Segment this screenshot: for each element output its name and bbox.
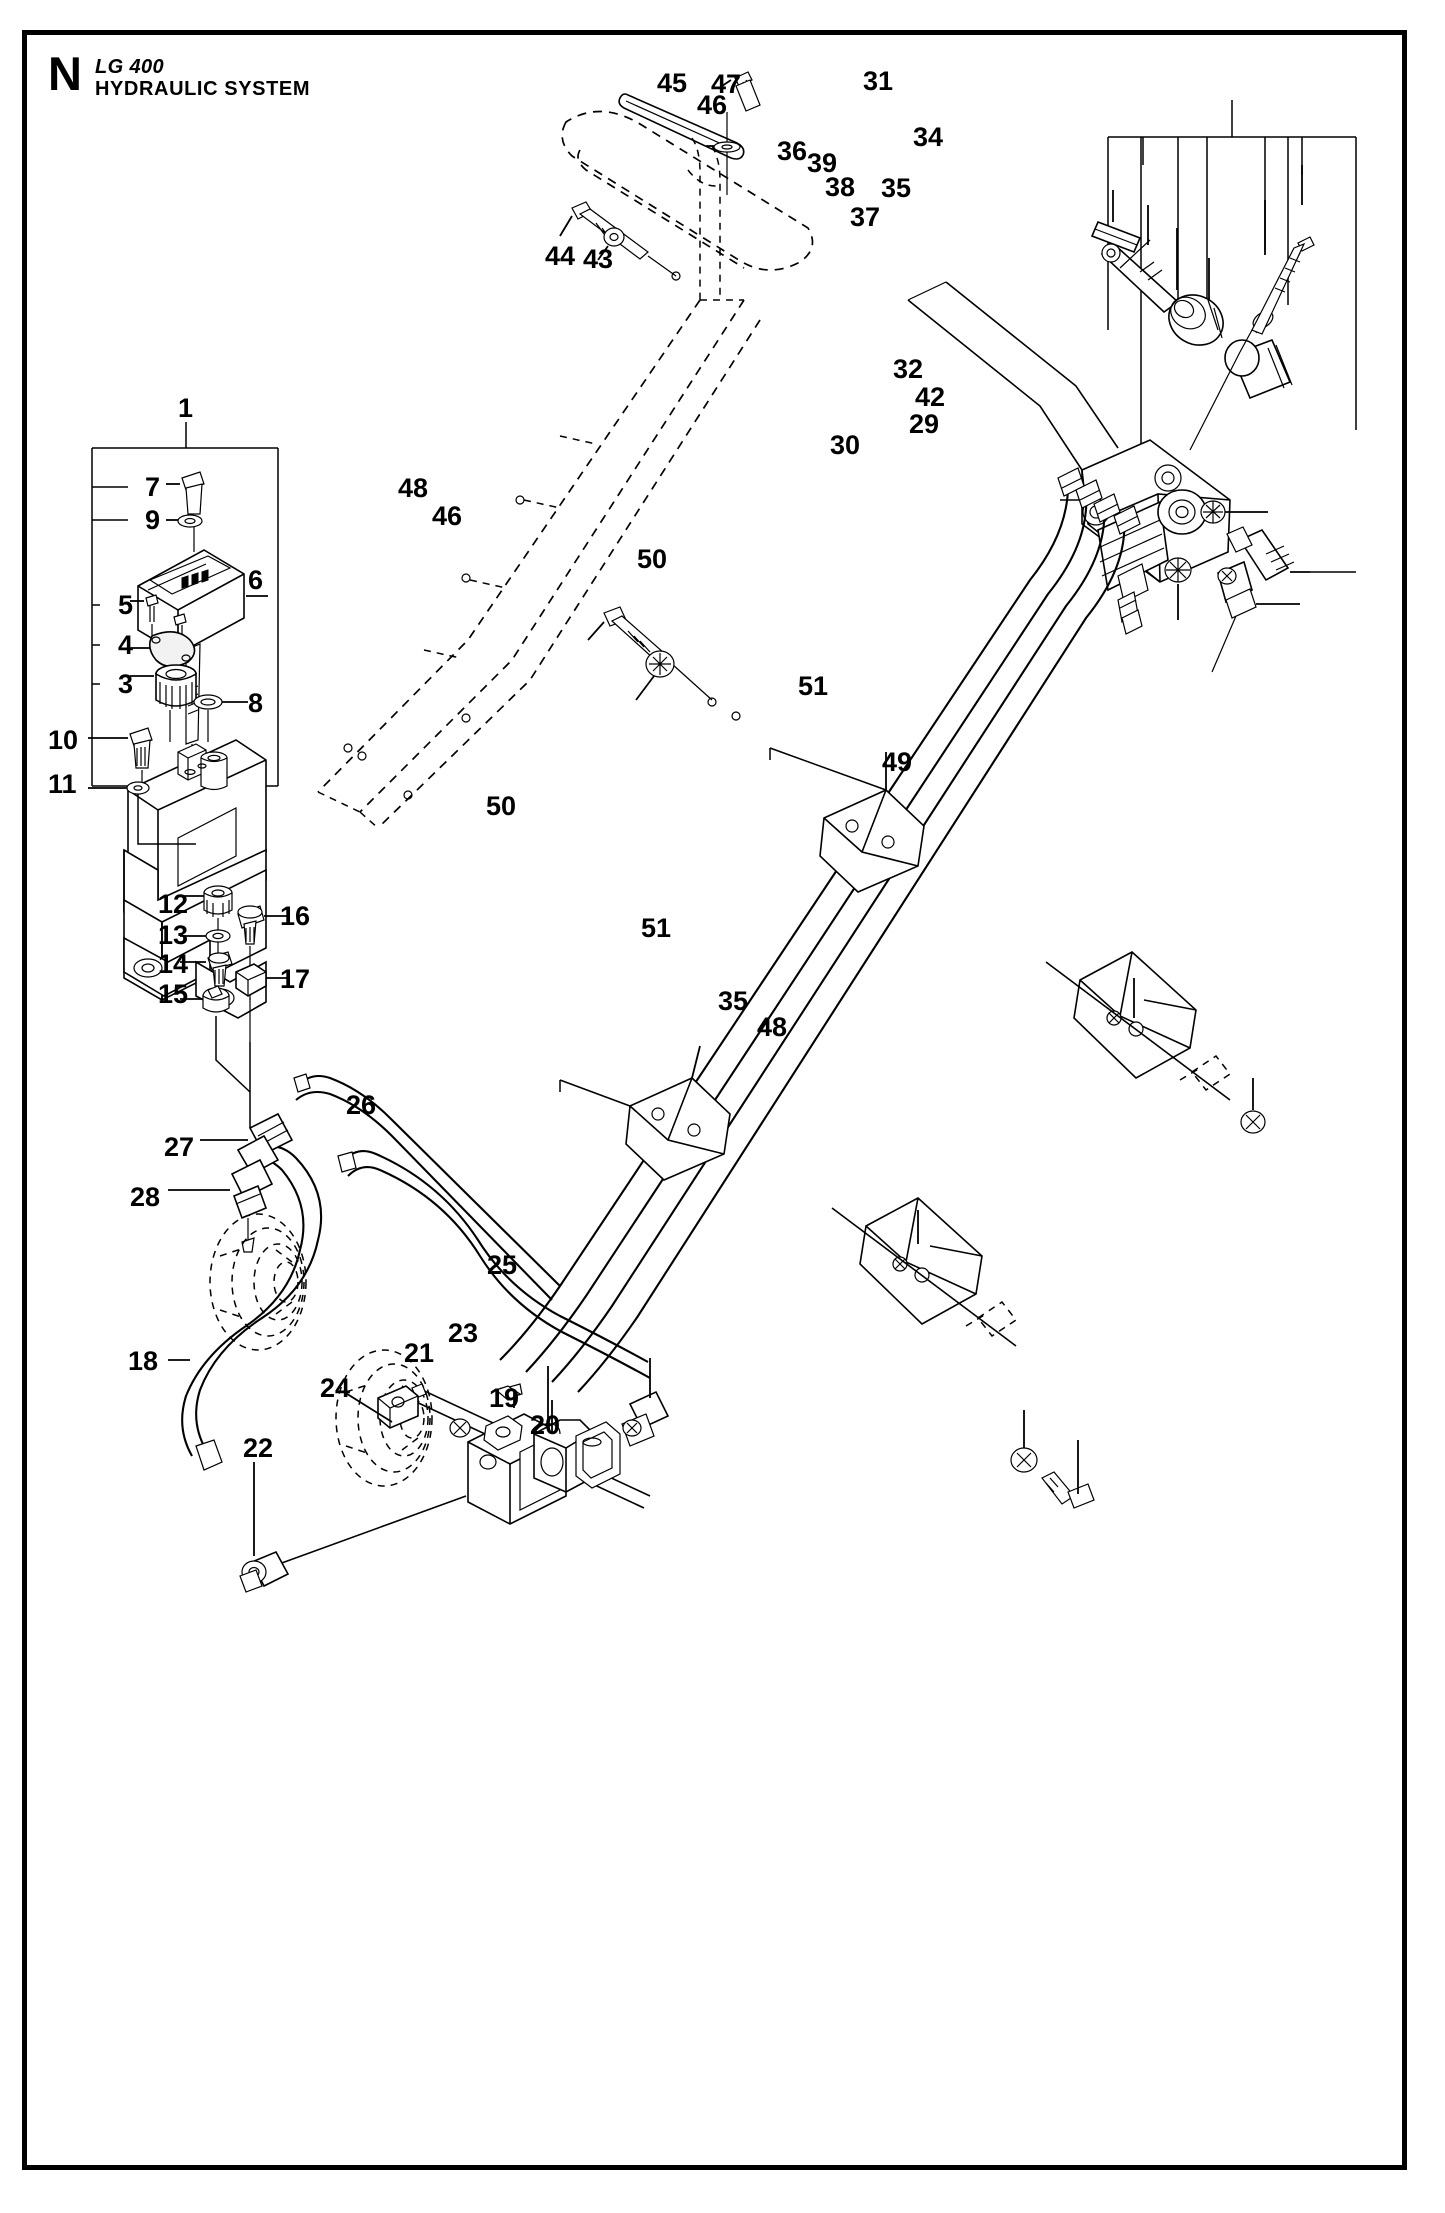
callout-21: 21 [404,1338,435,1368]
callout-51-upper: 51 [798,671,829,701]
callout-22: 22 [243,1433,274,1463]
callout-3: 3 [118,669,134,699]
callout-39: 39 [807,148,838,178]
callout-14: 14 [158,949,189,979]
callout-25: 25 [487,1250,518,1280]
callout-47: 47 [711,69,742,99]
callout-44: 44 [545,241,576,271]
callout-46-top: 46 [697,90,728,120]
callout-5: 5 [118,590,134,620]
callout-26: 26 [346,1090,377,1120]
callout-18: 18 [128,1346,159,1376]
callout-50-upper: 50 [637,544,668,574]
callout-38: 38 [825,172,856,202]
callout-48-lower: 48 [757,1012,788,1042]
callout-32: 32 [893,354,924,384]
callout-34: 34 [913,122,944,152]
callout-8: 8 [248,688,264,718]
callout-20: 20 [530,1410,561,1440]
callout-35-lower: 35 [718,986,749,1016]
page-border [22,30,1407,2170]
callout-16: 16 [280,901,311,931]
callout-7: 7 [145,472,161,502]
callout-12: 12 [158,889,189,919]
callout-17: 17 [280,964,311,994]
callout-46-mid: 46 [432,501,463,531]
callout-51-lower: 51 [641,913,672,943]
callout-48-mid: 48 [398,473,429,503]
callout-1: 1 [178,393,194,423]
callout-30: 30 [830,430,861,460]
callout-36: 36 [777,136,808,166]
callout-24: 24 [320,1373,351,1403]
callout-50-lower: 50 [486,791,517,821]
model-title: LG 400 [94,56,165,78]
callout-23: 23 [448,1318,479,1348]
callout-27: 27 [164,1132,195,1162]
callout-28: 28 [130,1182,161,1212]
callout-43: 43 [583,244,614,274]
callout-45: 45 [657,68,688,98]
callout-15: 15 [158,979,189,1009]
callout-10: 10 [48,725,79,755]
callout-31: 31 [863,66,894,96]
callout-49: 49 [882,747,913,777]
callout-11: 11 [48,769,77,799]
header-titles: LG 400 HYDRAULIC SYSTEM [95,52,310,101]
callout-9: 9 [145,505,161,535]
section-letter: N [48,47,82,100]
callout-4: 4 [118,630,134,660]
callout-37: 37 [850,202,881,232]
callout-6: 6 [248,565,264,595]
callout-13: 13 [158,920,189,950]
callout-19: 19 [489,1383,520,1413]
page-header: N LG 400 HYDRAULIC SYSTEM [48,47,310,101]
callout-35: 35 [881,173,912,203]
system-title: HYDRAULIC SYSTEM [94,78,311,101]
callout-42: 42 [915,382,946,412]
callout-29: 29 [909,409,940,439]
